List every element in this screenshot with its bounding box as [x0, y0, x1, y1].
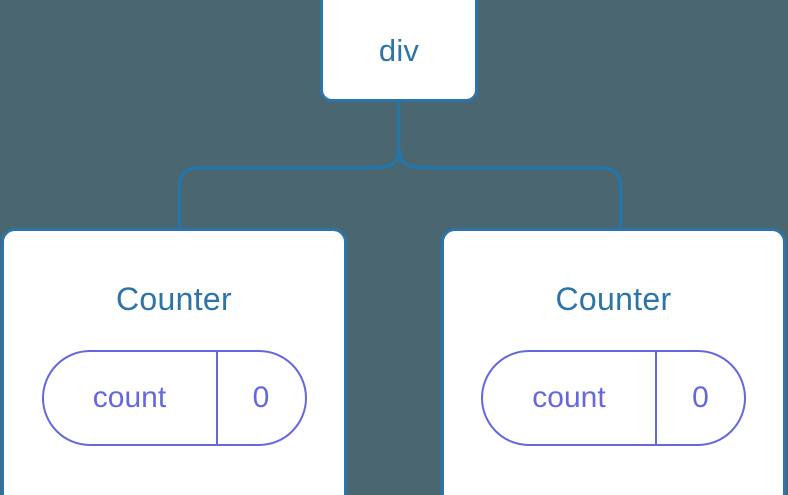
state-pill-left[interactable]: count 0 — [41, 350, 307, 446]
connector-to-left-child — [178, 144, 401, 232]
node-root-label: div — [378, 32, 420, 68]
state-key-right: count — [483, 352, 657, 444]
state-key-left: count — [44, 352, 218, 444]
connector-to-right-child — [397, 144, 622, 232]
state-value-left: 0 — [252, 381, 270, 414]
state-pill-right[interactable]: count 0 — [481, 350, 746, 446]
node-counter-right[interactable]: Counter count 0 — [441, 228, 786, 495]
state-value-right: 0 — [692, 381, 709, 414]
node-counter-left-label: Counter — [116, 281, 232, 317]
node-counter-left[interactable]: Counter count 0 — [1, 228, 347, 495]
node-counter-right-label: Counter — [555, 281, 672, 317]
node-root-div[interactable]: div — [320, 0, 478, 102]
